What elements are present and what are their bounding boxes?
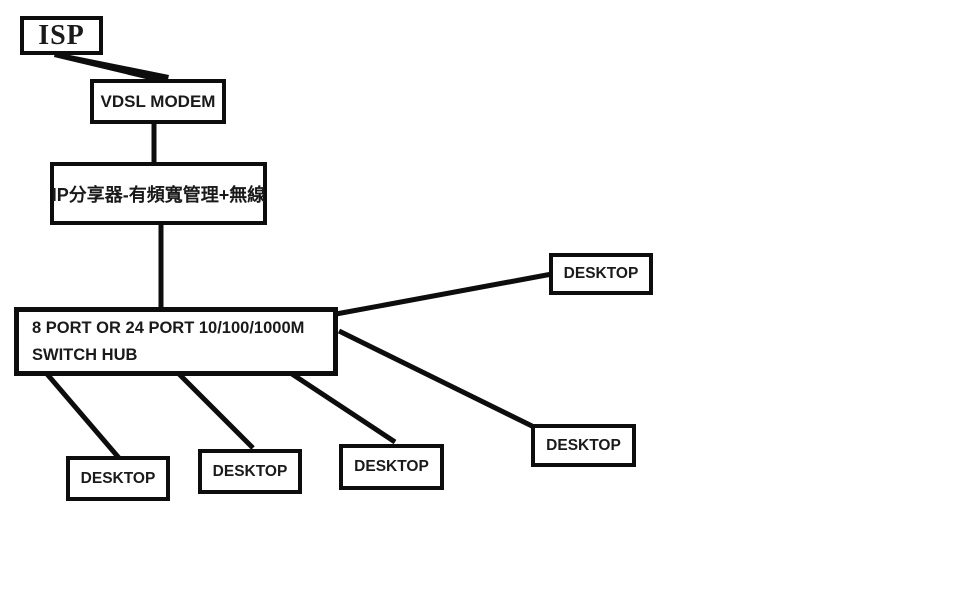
wire-switch-desktop-bottom-3 [290,371,397,445]
node-desktop-label: DESKTOP [563,265,639,282]
node-desktop-right-bottom: DESKTOP [531,424,636,467]
node-isp-label: ISP [38,19,85,51]
node-switch-hub: 8 PORT OR 24 PORT 10/100/1000M SWITCH HU… [14,307,338,376]
node-desktop-bottom-2: DESKTOP [198,449,302,494]
node-vdsl-modem: VDSL MODEM [90,79,226,124]
switch-hub-label-line2: SWITCH HUB [32,345,138,364]
node-desktop-label: DESKTOP [80,469,156,487]
node-desktop-bottom-1: DESKTOP [66,456,170,501]
node-desktop-right-top: DESKTOP [549,253,653,295]
node-isp: ISP [20,16,103,55]
wire-switch-desktop-right-bottom [337,328,534,429]
node-ip-router: IP分享器-有頻寬管理+無線 [50,162,267,225]
wire-isp-modem [54,52,169,84]
wire-switch-desktop-bottom-1 [45,372,121,460]
node-desktop-label: DESKTOP [354,458,429,475]
wire-switch-desktop-bottom-2 [177,372,255,450]
node-ip-router-label: IP分享器-有頻寬管理+無線 [51,184,266,205]
wire-switch-desktop-right-top [335,271,553,317]
node-desktop-label: DESKTOP [546,436,621,454]
switch-hub-label-line1: 8 PORT OR 24 PORT 10/100/1000M [32,318,305,337]
node-vdsl-modem-label: VDSL MODEM [100,91,216,111]
node-desktop-bottom-3: DESKTOP [339,444,444,490]
node-desktop-label: DESKTOP [212,462,288,480]
